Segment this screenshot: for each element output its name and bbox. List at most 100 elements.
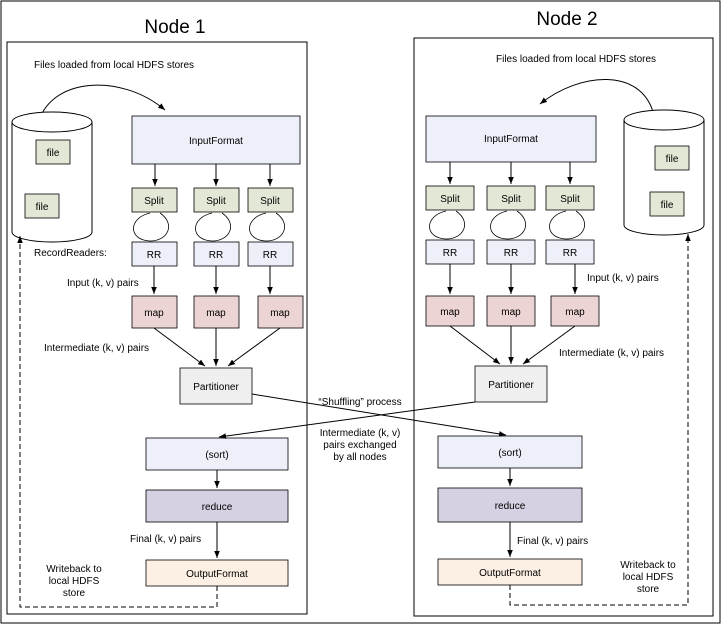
- node-2-partitioner-label: Partitioner: [488, 380, 534, 391]
- node-1-rr-label: RR: [147, 250, 161, 261]
- node-1-split-box: [131, 187, 178, 213]
- node-2-split-label: Split: [501, 194, 521, 205]
- node-1-rr-box: [247, 241, 294, 267]
- node-2-file-label: file: [666, 154, 679, 165]
- node-2-map-box: [425, 295, 475, 327]
- node-1-output-format: [145, 559, 289, 587]
- node-1-frame: [6, 41, 308, 615]
- node-1-rr-box: [131, 241, 178, 267]
- node-1-partition-arrow: [227, 327, 281, 367]
- node-2-load-arrow: [539, 79, 654, 113]
- node-1-input-format-label: InputFormat: [189, 136, 243, 147]
- node-2-partitioner: [474, 365, 548, 403]
- node-1-input-format: [131, 115, 301, 165]
- node-1-file-box: [24, 193, 60, 219]
- node-2-rr-loop: [429, 210, 466, 240]
- node-2: Node 2 Files loaded from local HDFS stor…: [413, 9, 714, 617]
- node-1-file-box: [35, 139, 71, 165]
- node-2-map-box: [550, 295, 600, 327]
- node-1-writeback-label: local HDFS: [49, 576, 100, 587]
- node-1-partitioner: [179, 367, 253, 405]
- node-2-file-box: [649, 191, 685, 217]
- shuffle-section: “Shuffling” process Intermediate (k, v) …: [218, 393, 507, 463]
- node-1-writeback-label: Writeback to: [46, 564, 102, 575]
- node-1-reduce-label: reduce: [202, 502, 233, 513]
- shuffle-exchange-label: pairs exchanged: [323, 440, 396, 451]
- node-2-writeback-arrow: [509, 234, 691, 606]
- node-2-output-format: [437, 558, 583, 586]
- node-1-rr-loop: [133, 212, 170, 242]
- node-2-file-label: file: [661, 200, 674, 211]
- node-1-map-label: map: [144, 308, 164, 319]
- node-2-rr-label: RR: [504, 248, 518, 259]
- node-1-hdfs-store: [11, 111, 93, 243]
- node-1-rr-label: RR: [263, 250, 277, 261]
- node-2-map-label: map: [440, 307, 460, 318]
- node-1-map-box: [193, 295, 240, 329]
- node-2-frame: [413, 37, 714, 617]
- node-1-writeback-label: store: [63, 588, 86, 599]
- node-2-partition-arrow: [449, 325, 501, 365]
- node-1-split-label: Split: [260, 196, 280, 207]
- node-1-map-label: map: [270, 308, 290, 319]
- shuffle-exchange-label: by all nodes: [333, 452, 386, 463]
- node-1-final-pairs-label: Final (k, v) pairs: [130, 534, 201, 545]
- node-2-input-format-label: InputFormat: [484, 134, 538, 145]
- node-2-rr-loop: [490, 210, 527, 240]
- node-2-intermediate-pairs-label: Intermediate (k, v) pairs: [559, 348, 664, 359]
- node-2-writeback-label: store: [637, 584, 660, 595]
- node-1-split-box: [193, 187, 240, 213]
- node-2-input-format: [425, 115, 597, 163]
- node-1-rr-box: [193, 241, 240, 267]
- node-1-file-label: file: [47, 148, 60, 159]
- node-1-rr-loop: [249, 212, 286, 242]
- node-2-writeback-label: local HDFS: [623, 572, 674, 583]
- node-2-rr-box: [425, 239, 475, 265]
- node-2-files-loaded-label: Files loaded from local HDFS stores: [496, 54, 656, 65]
- node-1-rr-label: RR: [209, 250, 223, 261]
- node-2-split-label: Split: [560, 194, 580, 205]
- node-1-partitioner-label: Partitioner: [193, 382, 239, 393]
- shuffle-arrow-node1-to-node2: [251, 393, 507, 437]
- node-2-split-box: [545, 185, 595, 211]
- node-2-output-format-label: OutputFormat: [479, 568, 541, 579]
- node-1-record-readers-label: RecordReaders:: [34, 248, 107, 259]
- node-2-rr-box: [545, 239, 595, 265]
- node-2-split-box: [425, 185, 475, 211]
- node-1-output-format-label: OutputFormat: [186, 569, 248, 580]
- node-2-rr-loop: [549, 210, 586, 240]
- node-2-map-label: map: [501, 307, 521, 318]
- node-1-split-label: Split: [144, 196, 164, 207]
- shuffle-exchange-label: Intermediate (k, v): [320, 428, 401, 439]
- node-1-writeback-arrow: [17, 236, 218, 608]
- node-1-split-label: Split: [206, 196, 226, 207]
- node-1-title: Node 1: [144, 17, 205, 38]
- node-1: Node 1 Files loaded from local HDFS stor…: [6, 17, 308, 615]
- node-2-reduce-label: reduce: [495, 501, 526, 512]
- node-2-writeback-label: Writeback to: [620, 560, 676, 571]
- node-1-map-box: [131, 295, 178, 329]
- node-2-rr-label: RR: [563, 248, 577, 259]
- node-2-input-pairs-label: Input (k, v) pairs: [587, 273, 659, 284]
- shuffle-label: “Shuffling” process: [318, 397, 401, 408]
- node-1-files-loaded-label: Files loaded from local HDFS stores: [34, 60, 194, 71]
- node-1-reduce: [145, 489, 289, 523]
- node-2-split-box: [486, 185, 536, 211]
- node-1-file-label: file: [36, 202, 49, 213]
- node-2-partition-arrow: [522, 325, 576, 365]
- node-1-sort-label: (sort): [205, 450, 228, 461]
- node-2-map-box: [486, 295, 536, 327]
- node-1-intermediate-pairs-label: Intermediate (k, v) pairs: [44, 343, 149, 354]
- node-2-rr-box: [486, 239, 536, 265]
- node-2-sort-label: (sort): [498, 448, 521, 459]
- node-1-partition-arrow: [153, 327, 206, 367]
- node-1-map-label: map: [206, 308, 226, 319]
- node-2-map-label: map: [565, 307, 585, 318]
- node-2-sort: [437, 435, 583, 469]
- node-2-final-pairs-label: Final (k, v) pairs: [517, 536, 588, 547]
- node-2-title: Node 2: [536, 9, 597, 30]
- node-1-split-box: [247, 187, 294, 213]
